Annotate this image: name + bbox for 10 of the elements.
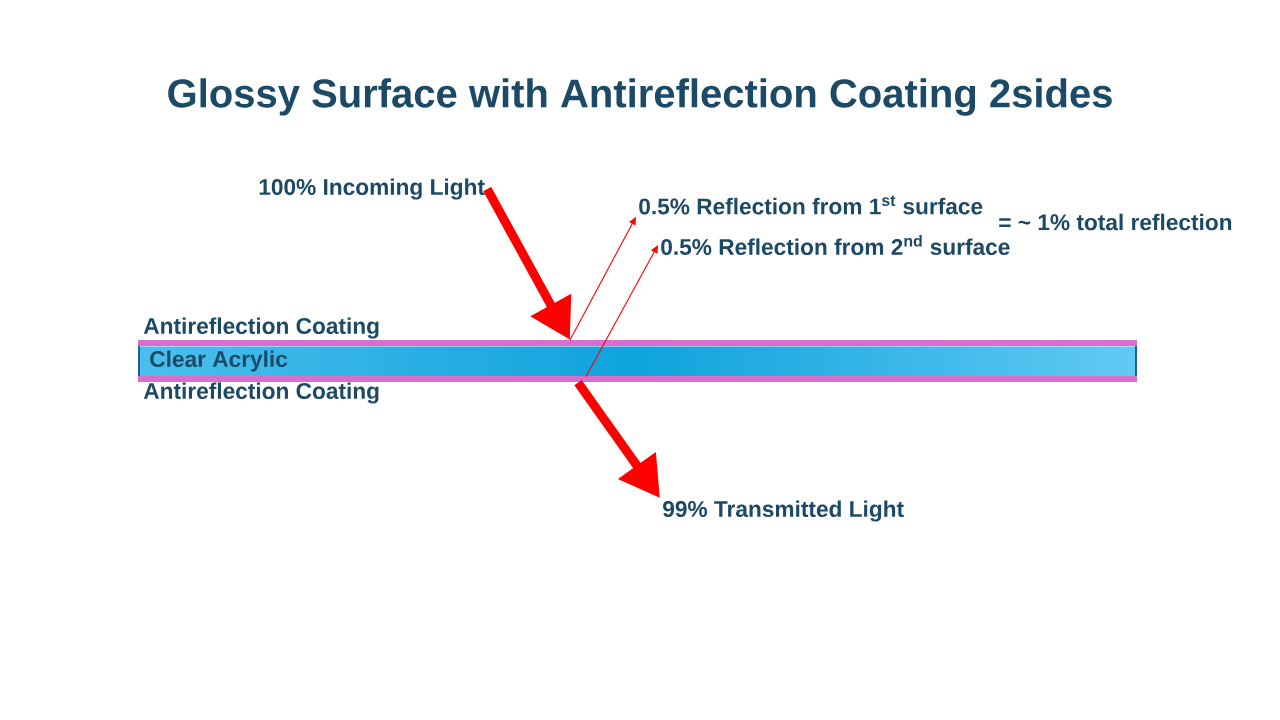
text-label: 0.5% Reflection from 2$^{nd}$ surface [661,234,1010,256]
text-label: 99% Transmitted Light [663,500,904,522]
note-text: = ~ 1% total reflection [999,213,1232,231]
arrow [585,245,658,378]
text-label: 100% Incoming Light [259,178,485,200]
layer-label: Antireflection Coating [143,317,379,339]
title: Glossy Surface with Antireflection Coating 2sides [168,78,1112,116]
acrylic-panel: Clear Acrylic [138,345,1137,377]
text-label: 0.5% Reflection from 1$^{st}$ surface [639,195,983,215]
layer-label: Antireflection Coating [143,382,379,404]
